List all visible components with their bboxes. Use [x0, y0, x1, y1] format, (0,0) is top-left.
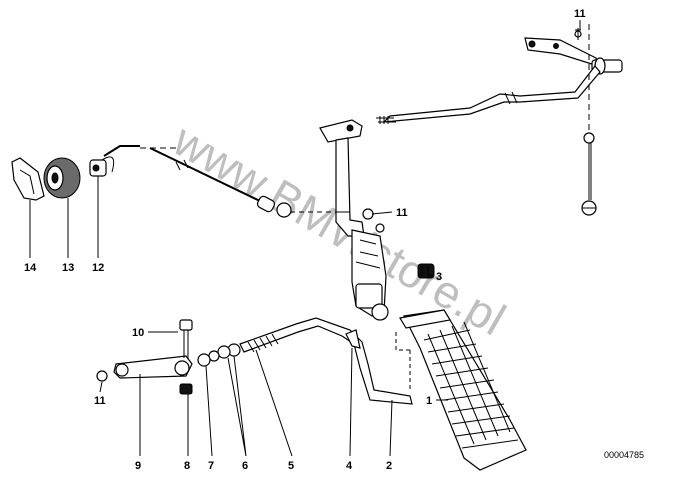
callout-7: 7	[208, 460, 214, 472]
callout-4: 4	[346, 460, 353, 472]
accelerator-pedal	[399, 309, 527, 471]
diagram-code: 00004785	[604, 450, 644, 460]
callout-11-top: 11	[574, 8, 586, 20]
callout-10: 10	[132, 327, 144, 339]
callout-3: 3	[436, 271, 442, 283]
callout-11-left: 11	[94, 395, 106, 407]
pedal-linkage	[96, 317, 413, 405]
cross-shaft-assembly	[376, 24, 623, 216]
leader-lines	[29, 20, 581, 457]
callout-13: 13	[62, 262, 74, 274]
callout-5: 5	[288, 460, 294, 472]
callout-labels: 11 11 3 14 13 12 10 11 9 8 7 6 5 4 2 1	[24, 8, 586, 472]
callout-6: 6	[242, 460, 248, 472]
callout-1: 1	[426, 395, 432, 407]
callout-2: 2	[386, 460, 392, 472]
callout-11-middle: 11	[396, 207, 408, 219]
callout-12: 12	[92, 262, 104, 274]
callout-14: 14	[24, 262, 37, 274]
callout-8: 8	[184, 460, 190, 472]
callout-9: 9	[135, 460, 141, 472]
